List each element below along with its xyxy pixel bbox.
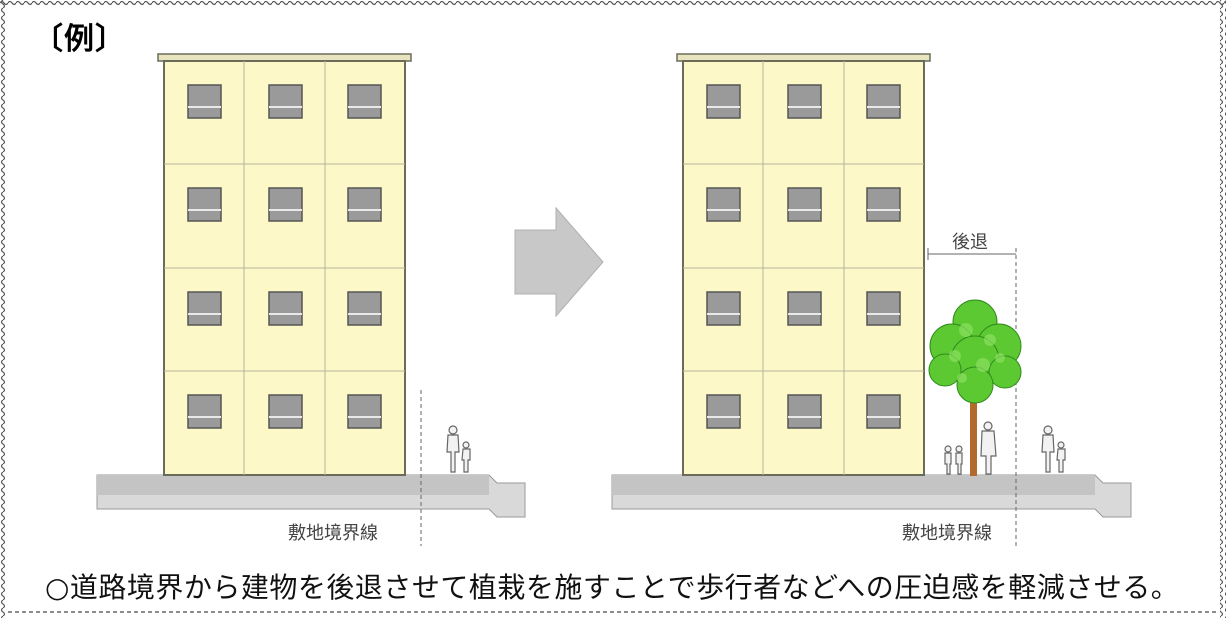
before-building bbox=[157, 53, 412, 476]
caption: ○道路境界から建物を後退させて植栽を施すことで歩行者などへの圧迫感を軽減させる。 bbox=[45, 571, 1180, 604]
pedestrian-icon bbox=[980, 421, 997, 475]
after-boundary-label: 敷地境界線 bbox=[902, 523, 992, 544]
transition-arrow-icon bbox=[514, 206, 604, 318]
before-scene bbox=[96, 53, 526, 546]
after-building bbox=[676, 53, 931, 476]
example-label: 〔例〕 bbox=[33, 22, 126, 57]
tree-icon bbox=[928, 299, 1022, 476]
before-boundary-label: 敷地境界線 bbox=[288, 523, 378, 544]
border-top bbox=[0, 0, 1226, 6]
border-left bbox=[0, 0, 6, 618]
pedestrian-icon bbox=[1041, 425, 1066, 473]
after-scene bbox=[611, 53, 1132, 546]
pedestrian-icon bbox=[944, 445, 963, 475]
pedestrian-icon bbox=[446, 425, 471, 473]
setback-label: 後退 bbox=[952, 232, 988, 253]
border-right bbox=[1220, 0, 1226, 618]
setback-dimension bbox=[927, 248, 1017, 546]
